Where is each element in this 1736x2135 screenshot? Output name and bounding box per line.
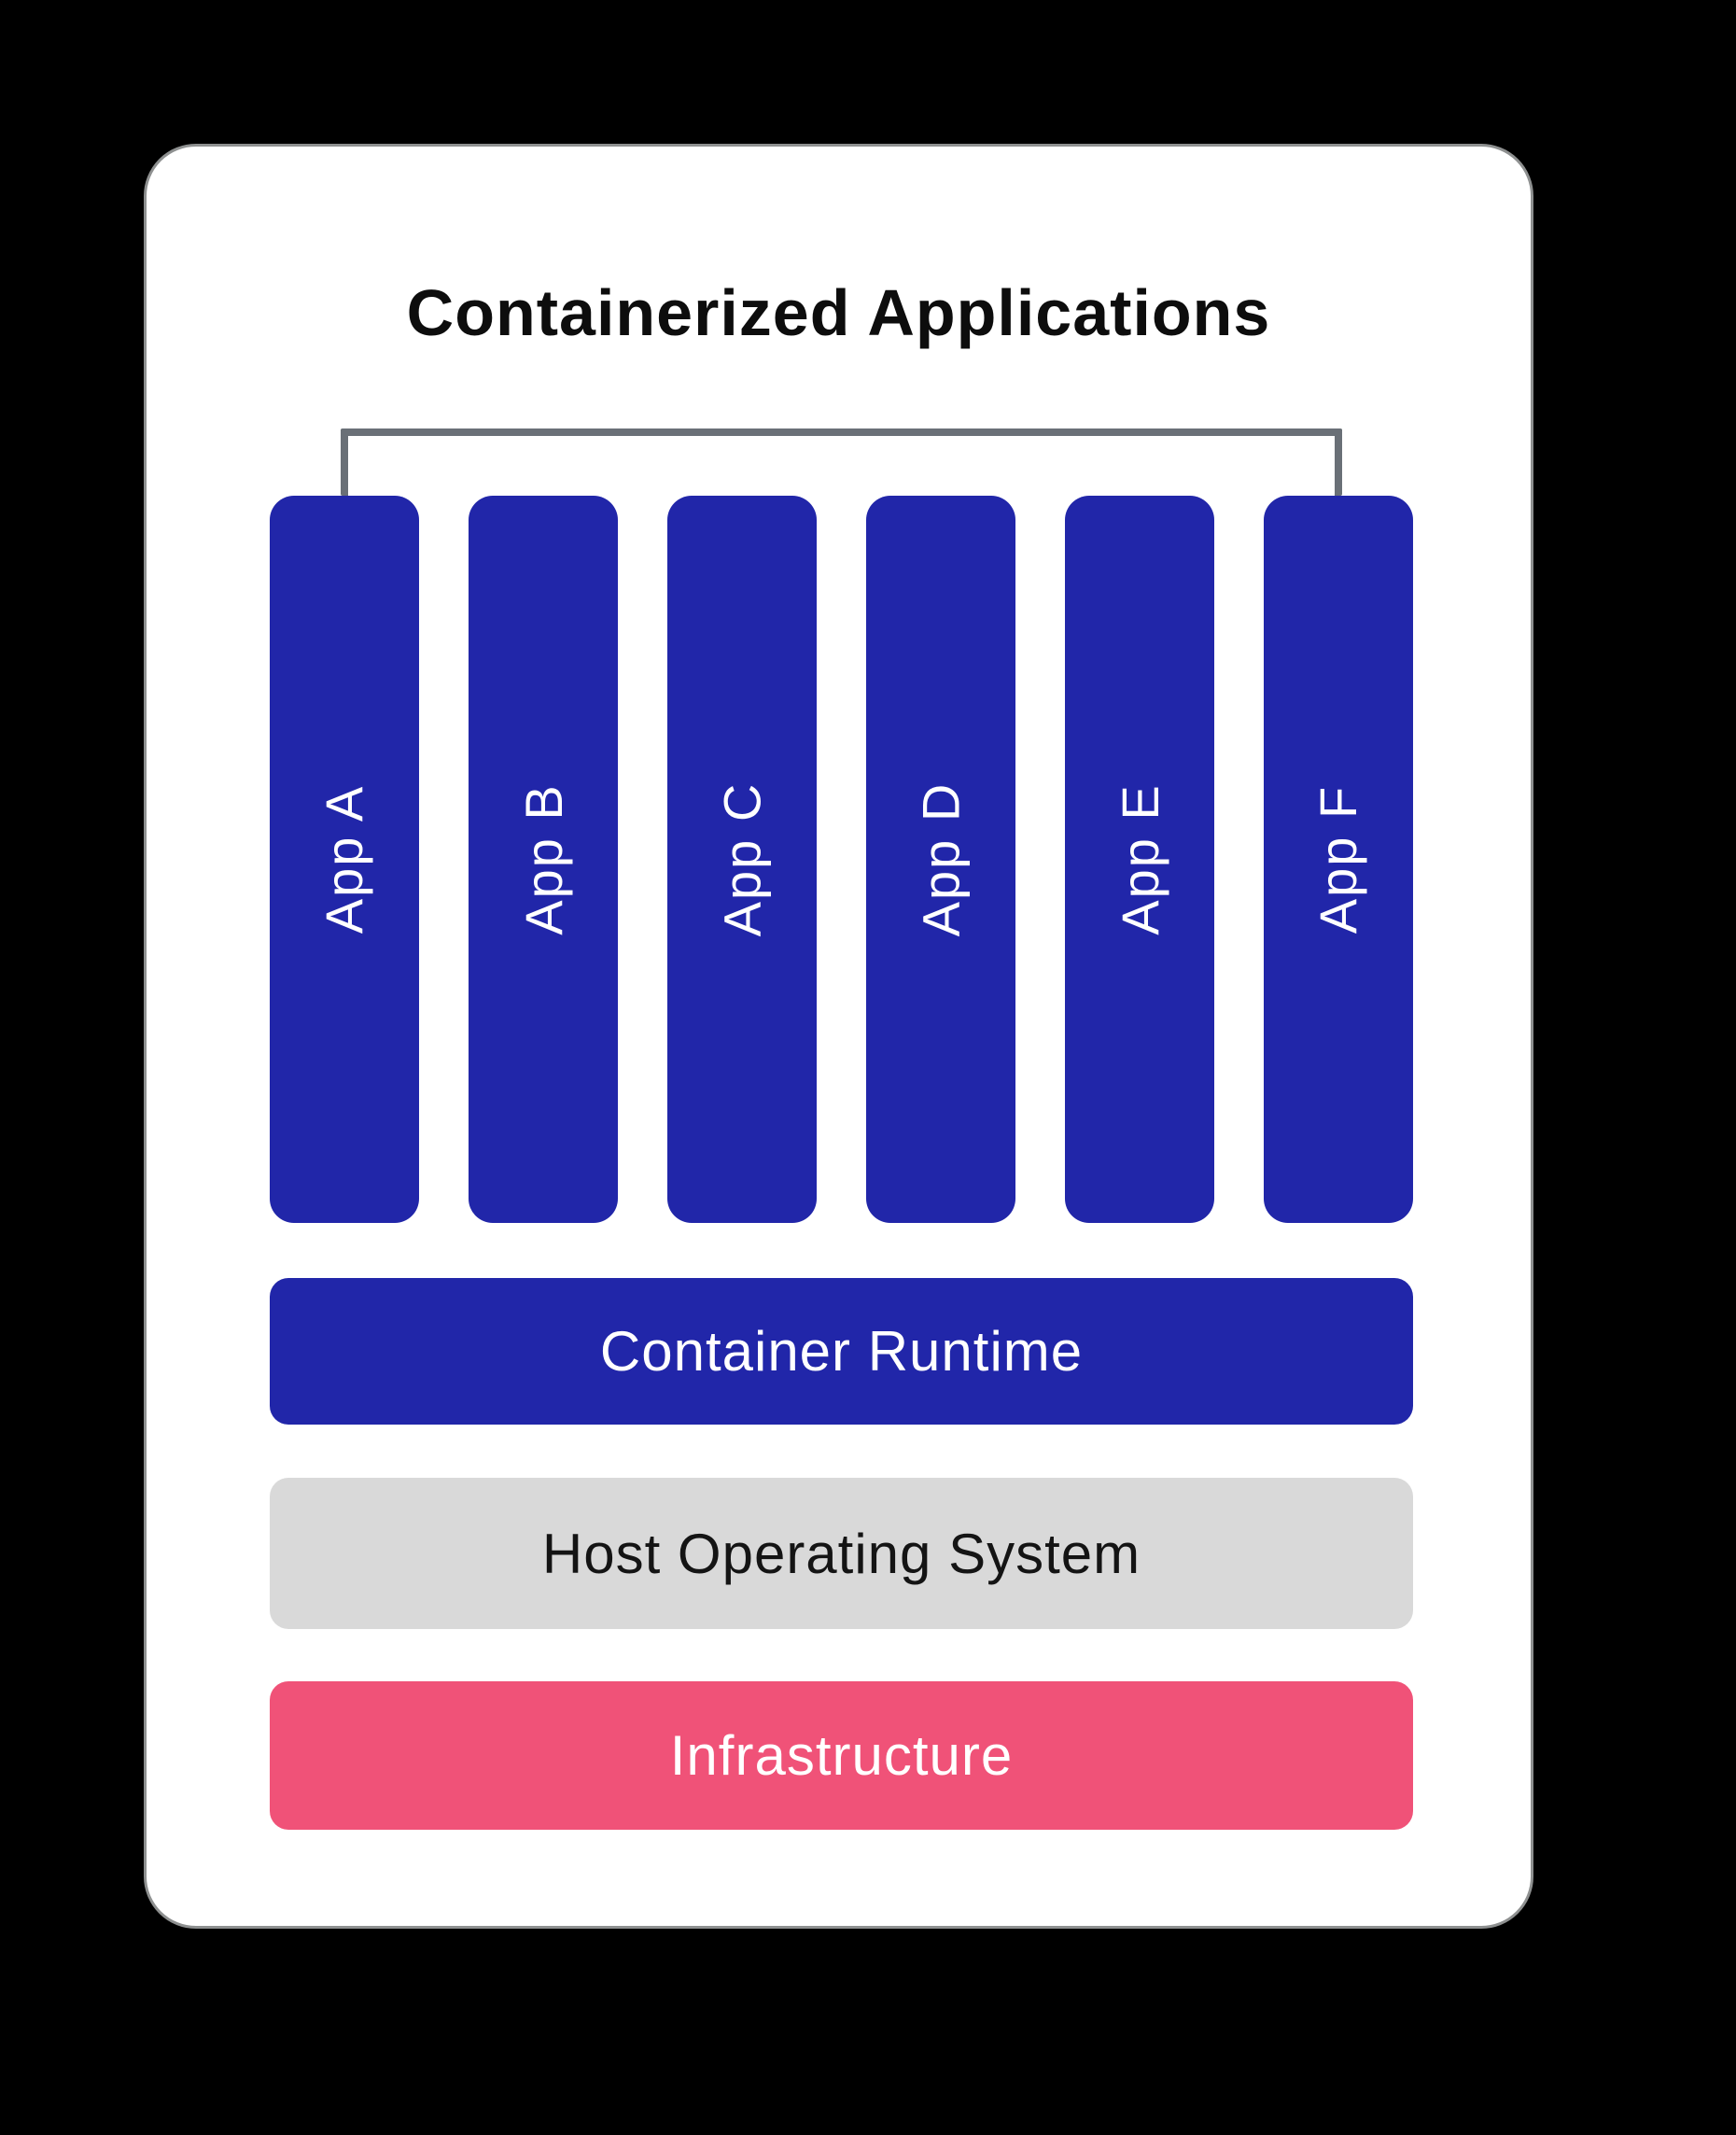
app-pillar-label: App E — [1110, 783, 1169, 935]
app-pillar-label: App D — [911, 781, 971, 937]
layer-bar-host-operating-system: Host Operating System — [270, 1478, 1413, 1629]
apps-bracket-line — [341, 428, 1342, 496]
app-pillar-d: App D — [866, 496, 1015, 1223]
app-pillar-f: App F — [1264, 496, 1413, 1223]
diagram-title: Containerized Applications — [406, 276, 1271, 349]
layer-bar-container-runtime: Container Runtime — [270, 1278, 1413, 1425]
layer-bar-infrastructure: Infrastructure — [270, 1681, 1413, 1830]
app-pillar-label: App B — [513, 783, 573, 935]
diagram-card: Containerized Applications App A App B A… — [144, 144, 1533, 1929]
app-pillar-b: App B — [469, 496, 618, 1223]
app-pillar-e: App E — [1065, 496, 1214, 1223]
app-pillar-label: App C — [712, 781, 772, 937]
app-pillar-label: App F — [1309, 784, 1368, 934]
app-pillar-row: App A App B App C App D App E App F — [270, 496, 1413, 1223]
app-pillar-a: App A — [270, 496, 419, 1223]
app-pillar-label: App A — [315, 784, 374, 934]
app-pillar-c: App C — [667, 496, 817, 1223]
